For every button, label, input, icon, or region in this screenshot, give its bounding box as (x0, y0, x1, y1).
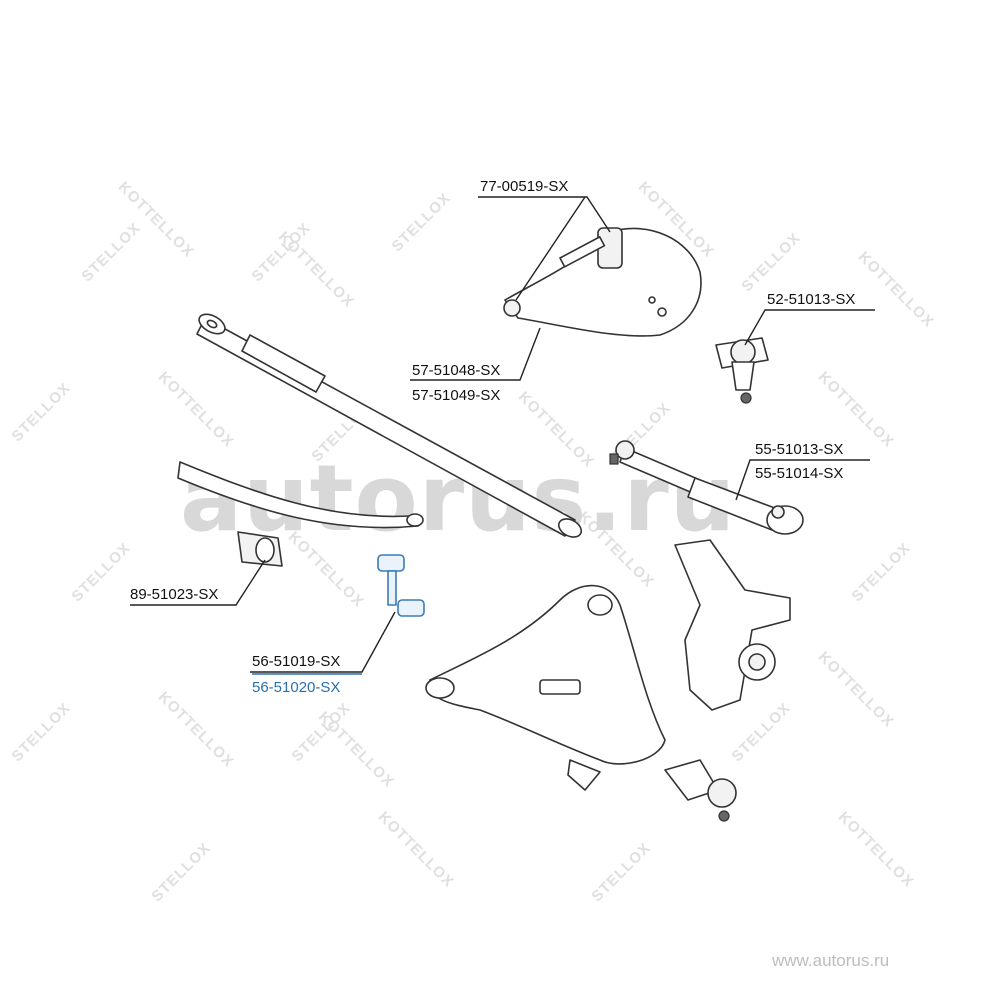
watermark-text: STELLOX (848, 539, 914, 605)
watermark-text: KOTTELLOX (315, 708, 398, 791)
drag-link-part (196, 313, 583, 538)
watermark-text: STELLOX (78, 219, 144, 285)
watermark-text: STELLOX (8, 699, 74, 765)
stabilizer-link-part (377, 554, 425, 617)
watermark-text: STELLOX (728, 699, 794, 765)
watermark-text: KOTTELLOX (815, 368, 898, 451)
leader-52-51013 (744, 309, 875, 346)
stabilizer-bushing-part (237, 531, 283, 567)
watermark-text: STELLOX (738, 229, 804, 295)
watermark-text: KOTTELLOX (155, 368, 238, 451)
label-55-51013-sx[interactable]: 55-51013-SX (755, 441, 843, 458)
label-52-51013-sx[interactable]: 52-51013-SX (767, 291, 855, 308)
label-57-51049-sx[interactable]: 57-51049-SX (412, 387, 500, 404)
leader-57-51048 (410, 327, 541, 381)
label-77-00519-sx[interactable]: 77-00519-SX (480, 178, 568, 195)
stabilizer-bar-part (177, 461, 424, 529)
watermark-text: KOTTELLOX (155, 688, 238, 771)
watermark-text: STELLOX (588, 839, 654, 905)
label-56-51020-sx[interactable]: 56-51020-SX (252, 679, 340, 696)
footer-url: www.autorus.ru (771, 951, 889, 970)
leader-lines (130, 196, 875, 673)
lower-ball-joint-part (664, 759, 737, 822)
watermark-text: KOTTELLOX (275, 228, 358, 311)
tie-rod-end-part (609, 440, 804, 535)
label-89-51023-sx[interactable]: 89-51023-SX (130, 586, 218, 603)
watermark-text: STELLOX (388, 189, 454, 255)
watermark-text: KOTTELLOX (835, 808, 918, 891)
watermark-text: STELLOX (8, 379, 74, 445)
watermark-text: KOTTELLOX (375, 808, 458, 891)
leader-55-51013 (735, 459, 870, 501)
upper-arm-part (503, 227, 702, 337)
watermark-text: KOTTELLOX (855, 248, 938, 331)
steering-knuckle-part (674, 539, 791, 711)
upper-ball-joint-part (715, 337, 769, 404)
label-55-51014-sx[interactable]: 55-51014-SX (755, 465, 843, 482)
label-57-51048-sx[interactable]: 57-51048-SX (412, 362, 500, 379)
leader-77-00519-b (515, 196, 586, 301)
watermark-text: STELLOX (148, 839, 214, 905)
label-56-51019-sx[interactable]: 56-51019-SX (252, 653, 340, 670)
watermark-text: KOTTELLOX (115, 178, 198, 261)
watermark-text: STELLOX (68, 539, 134, 605)
leader-89-51023 (130, 559, 266, 606)
leader-56-51019 (250, 611, 396, 673)
lower-arm-part (425, 584, 666, 791)
leader-77-00519 (478, 196, 611, 233)
watermark-text: KOTTELLOX (815, 648, 898, 731)
